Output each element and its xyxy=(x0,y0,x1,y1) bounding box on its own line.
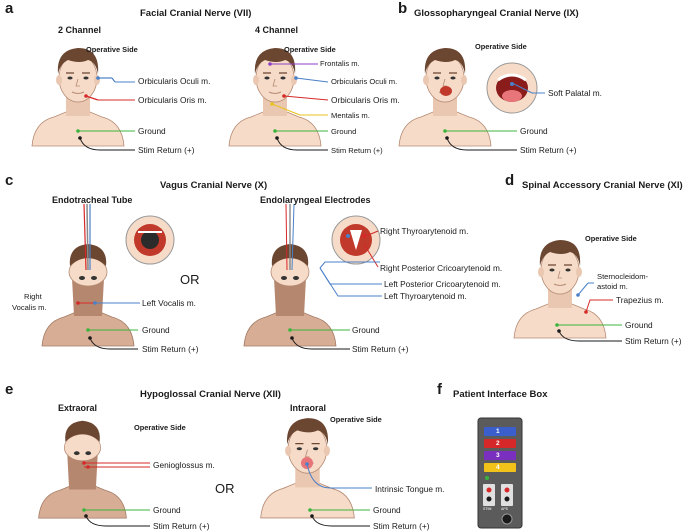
channel-3-label: 3 xyxy=(496,452,500,459)
stim-return-label: Stim Return (+) xyxy=(142,344,199,354)
panel-a-left-subtitle: 2 Channel xyxy=(58,25,102,35)
left-vocalis-label: Left Vocalis m. xyxy=(142,298,196,308)
ground-label: Ground xyxy=(352,325,380,335)
stim-return-label: Stim Return (+) xyxy=(625,336,682,346)
sternocleidomastoid-label-line1: Sternocleidom- xyxy=(597,272,649,281)
right-vocalis-label-line2: Vocalis m. xyxy=(12,303,47,312)
patient-connector xyxy=(501,513,513,525)
panel-e-right-subtitle: Intraoral xyxy=(290,403,327,413)
operative-side-label: Operative Side xyxy=(330,415,382,424)
stim-jack-label: STIM xyxy=(483,507,492,511)
patient-illustration xyxy=(513,239,607,339)
trapezius-label: Trapezius m. xyxy=(616,295,664,305)
panel-a-letter: a xyxy=(5,0,14,17)
ground-jack xyxy=(485,476,489,480)
operative-side-label: Operative Side xyxy=(284,45,336,54)
panel-c xyxy=(41,203,382,350)
ground-label: Ground xyxy=(142,325,170,335)
right-posterior-cricoarytenoid-label: Right Posterior Cricoarytenoid m. xyxy=(380,263,503,273)
genioglossus-label: Genioglossus m. xyxy=(153,460,215,470)
operative-side-label: Operative Side xyxy=(585,234,637,243)
or-label: OR xyxy=(180,272,200,287)
panel-a xyxy=(31,47,329,151)
patient-illustration xyxy=(38,420,127,519)
panel-c-left-subtitle: Endotracheal Tube xyxy=(52,195,133,205)
aps-jack-label: APS xyxy=(501,507,509,511)
ground-label: Ground xyxy=(138,126,166,136)
panel-d xyxy=(513,239,622,342)
stim-return-label: Stim Return (+) xyxy=(352,344,409,354)
panel-a-title: Facial Cranial Nerve (VII) xyxy=(140,8,252,19)
stim-return-label: Stim Return (+) xyxy=(373,521,430,531)
larynx-inset xyxy=(125,215,175,265)
mentalis-label: Mentalis m. xyxy=(331,111,370,120)
stim-jack xyxy=(483,484,495,506)
stim-return-label: Stim Return (+) xyxy=(138,145,195,155)
ground-label: Ground xyxy=(331,127,357,136)
panel-c-right-subtitle: Endolaryngeal Electrodes xyxy=(260,195,371,205)
oral-cavity-inset xyxy=(486,62,538,114)
panel-a-right-subtitle: 4 Channel xyxy=(255,25,299,35)
panel-e-title: Hypoglossal Cranial Nerve (XII) xyxy=(140,389,281,400)
panel-b xyxy=(398,47,545,151)
panel-d-letter: d xyxy=(505,172,515,189)
stim-return-label: Stim Return (+) xyxy=(331,146,383,155)
orbicularis-oculi-label: Orbicularis Oculi m. xyxy=(138,76,211,86)
intrinsic-tongue-label: Intrinsic Tongue m. xyxy=(375,484,445,494)
endolaryngeal-electrodes xyxy=(285,203,295,271)
aps-jack xyxy=(501,484,513,506)
channel-2-port xyxy=(484,439,516,448)
or-label: OR xyxy=(215,481,235,496)
panel-f xyxy=(477,417,523,529)
frontalis-label: Frontalis m. xyxy=(320,59,360,68)
panel-b-title: Glossopharyngeal Cranial Nerve (IX) xyxy=(414,8,579,19)
orbicularis-oris-label: Orbicularis Oris m. xyxy=(331,95,400,105)
ground-label: Ground xyxy=(520,126,548,136)
channel-1-label: 1 xyxy=(496,428,500,435)
right-vocalis-label-line1: Right xyxy=(24,292,42,301)
orbicularis-oculi-label: Orbicularis Oculi m. xyxy=(331,77,398,86)
operative-side-label: Operative Side xyxy=(475,42,527,51)
right-thyroarytenoid-label: Right Thyroarytenoid m. xyxy=(380,226,469,236)
larynx-inset xyxy=(331,215,381,265)
ground-label: Ground xyxy=(373,505,401,515)
ground-label: Ground xyxy=(625,320,653,330)
panel-d-title: Spinal Accessory Cranial Nerve (XI) xyxy=(522,180,683,191)
open-mouth xyxy=(440,86,452,96)
channel-3-port xyxy=(484,451,516,460)
panel-e xyxy=(38,417,372,527)
channel-4-port xyxy=(484,463,516,472)
left-posterior-cricoarytenoid-label: Left Posterior Cricoarytenoid m. xyxy=(384,279,501,289)
stim-return-label: Stim Return (+) xyxy=(153,521,210,531)
ground-label: Ground xyxy=(153,505,181,515)
panel-e-left-subtitle: Extraoral xyxy=(58,403,98,413)
channel-2-label: 2 xyxy=(496,440,500,447)
orbicularis-oris-label: Orbicularis Oris m. xyxy=(138,95,207,105)
panel-c-title: Vagus Cranial Nerve (X) xyxy=(160,180,268,191)
left-thyroarytenoid-label: Left Thyroarytenoid m. xyxy=(384,291,467,301)
sternocleidomastoid-label-line2: astoid m. xyxy=(597,282,628,291)
endotracheal-tube xyxy=(83,203,91,271)
operative-side-label: Operative Side xyxy=(134,423,186,432)
channel-1-port xyxy=(484,427,516,436)
stim-return-label: Stim Return (+) xyxy=(520,145,577,155)
panel-c-letter: c xyxy=(5,172,14,189)
panel-e-letter: e xyxy=(5,381,14,398)
channel-4-label: 4 xyxy=(496,464,500,471)
soft-palatal-label: Soft Palatal m. xyxy=(548,88,602,98)
panel-f-title: Patient Interface Box xyxy=(453,389,548,400)
panel-f-letter: f xyxy=(437,381,442,398)
electrode-leads xyxy=(76,62,329,151)
operative-side-label: Operative Side xyxy=(86,45,138,54)
panel-b-letter: b xyxy=(398,0,408,17)
